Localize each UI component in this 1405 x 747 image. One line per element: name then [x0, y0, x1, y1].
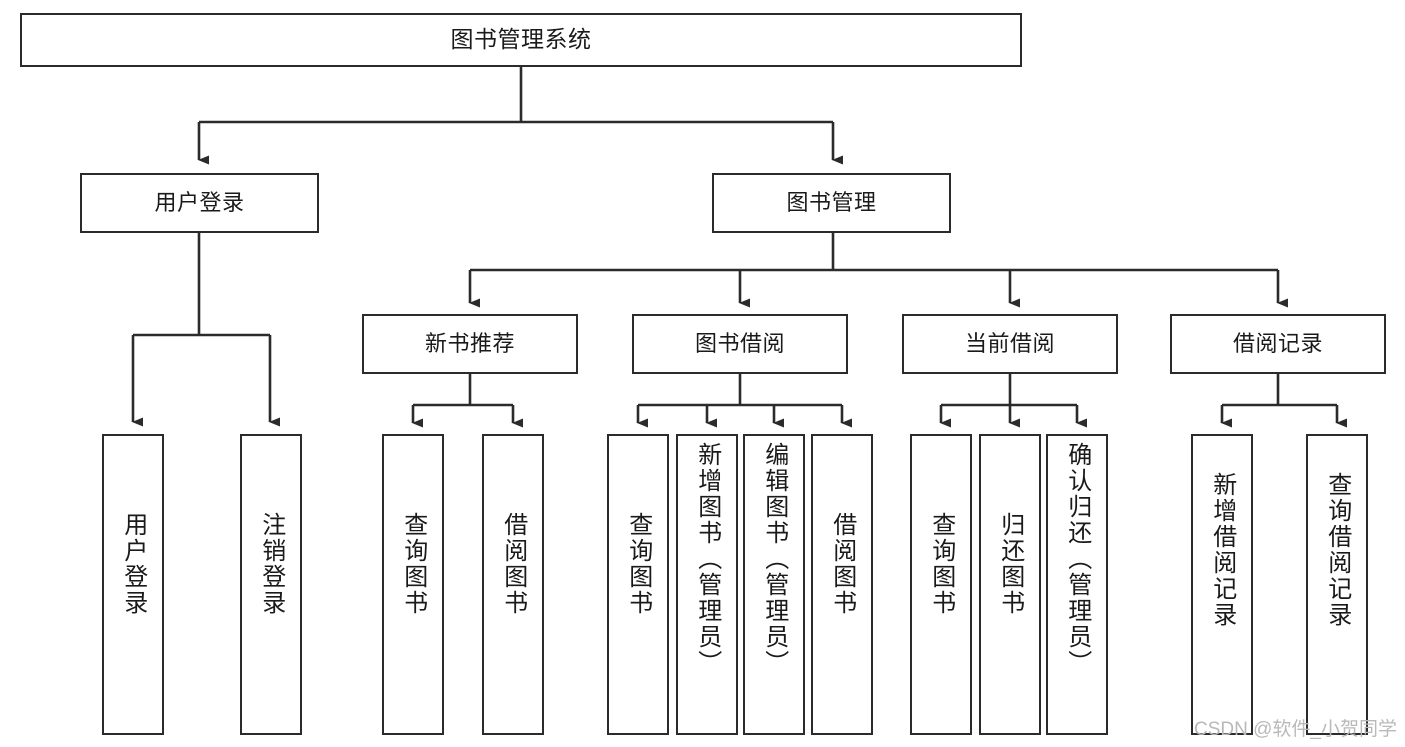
node-label: 借阅记录 [1232, 330, 1323, 356]
node-label: 新增借阅记录 [1208, 472, 1236, 628]
leaf-edit-book-admin[interactable]: 编辑图书（管理员） [743, 434, 805, 735]
node-label: 当前借阅 [964, 330, 1055, 356]
node-book-borrow[interactable]: 图书借阅 [632, 314, 848, 374]
node-borrow-record[interactable]: 借阅记录 [1170, 314, 1386, 374]
node-label: 注销登录 [257, 512, 285, 616]
node-label: 借阅图书 [499, 512, 527, 616]
leaf-return-book[interactable]: 归还图书 [979, 434, 1041, 735]
leaf-add-borrow-record[interactable]: 新增借阅记录 [1191, 434, 1253, 735]
node-label: 图书借阅 [694, 330, 785, 356]
node-label: 查询借阅记录 [1323, 472, 1351, 628]
node-label: 用户登录 [119, 512, 147, 616]
leaf-query-book-current[interactable]: 查询图书 [910, 434, 972, 735]
node-user-login[interactable]: 用户登录 [80, 173, 319, 233]
node-label: 新书推荐 [424, 330, 515, 356]
leaf-add-book-admin[interactable]: 新增图书（管理员） [676, 434, 738, 735]
csdn-watermark: CSDN @软件_小贺同学 [1194, 719, 1397, 740]
leaf-borrow-book-recommend[interactable]: 借阅图书 [482, 434, 544, 735]
node-label: 编辑图书（管理员） [760, 442, 788, 676]
node-label: 归还图书 [996, 512, 1024, 616]
node-label: 借阅图书 [828, 512, 856, 616]
node-new-book-recommend[interactable]: 新书推荐 [362, 314, 578, 374]
leaf-query-book-recommend[interactable]: 查询图书 [382, 434, 444, 735]
node-book-management[interactable]: 图书管理 [712, 173, 951, 233]
node-label: 查询图书 [399, 512, 427, 616]
node-root-book-management-system[interactable]: 图书管理系统 [20, 13, 1022, 67]
node-label: 图书管理 [786, 189, 877, 215]
node-label: 确认归还（管理员） [1063, 442, 1091, 676]
node-label: 查询图书 [927, 512, 955, 616]
leaf-borrow-book-borrow[interactable]: 借阅图书 [811, 434, 873, 735]
leaf-query-book-borrow[interactable]: 查询图书 [607, 434, 669, 735]
node-label: 新增图书（管理员） [693, 442, 721, 676]
node-label: 查询图书 [624, 512, 652, 616]
node-label: 图书管理系统 [450, 26, 592, 53]
node-current-borrow[interactable]: 当前借阅 [902, 314, 1118, 374]
leaf-user-login[interactable]: 用户登录 [102, 434, 164, 735]
leaf-query-borrow-record[interactable]: 查询借阅记录 [1306, 434, 1368, 735]
leaf-logout-login[interactable]: 注销登录 [240, 434, 302, 735]
leaf-confirm-return-admin[interactable]: 确认归还（管理员） [1046, 434, 1108, 735]
node-label: 用户登录 [154, 189, 245, 215]
